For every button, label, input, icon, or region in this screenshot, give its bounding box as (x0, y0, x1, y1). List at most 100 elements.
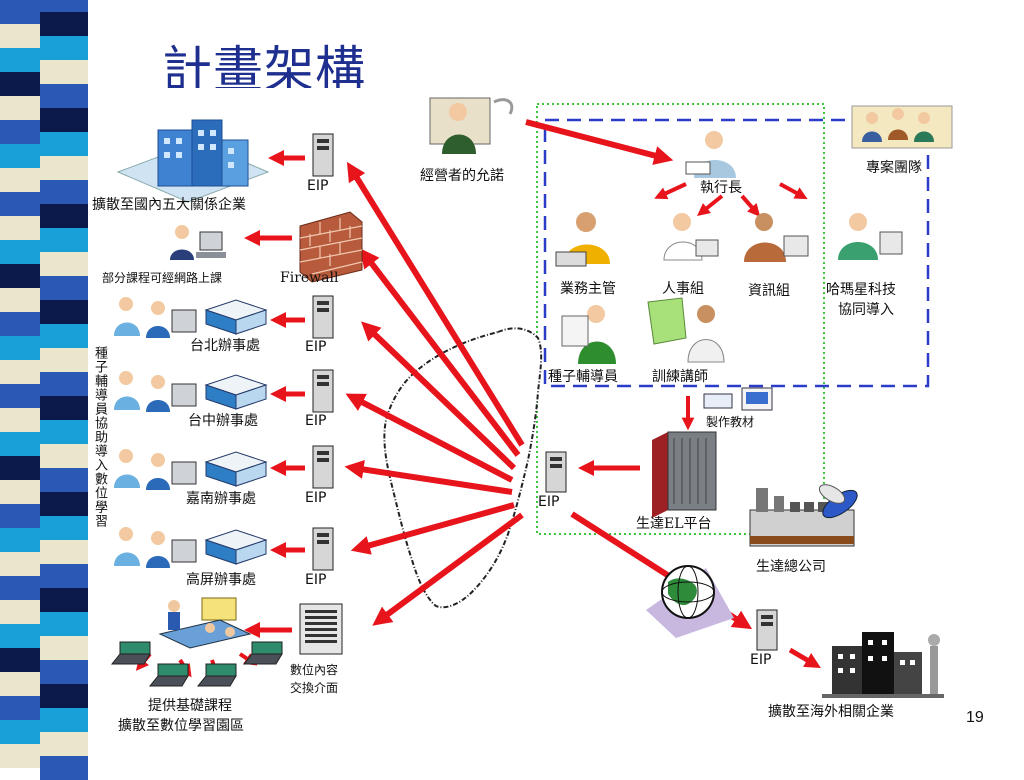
stripe-inner-band (40, 252, 88, 276)
overseas-buildings-icon (822, 632, 944, 698)
label-eip-chiayi: EIP (305, 490, 327, 506)
stripe-inner-band (40, 540, 88, 564)
label-project-team: 專案團隊 (866, 160, 922, 176)
label-firewall: Firewall (280, 270, 339, 286)
it-figure (744, 213, 809, 262)
label-seed-coach-vertical: 種子輔導員協助導入數位學習 (92, 346, 107, 528)
label-basic-courses-1: 提供基礎課程 (148, 698, 232, 714)
label-it-team: 資訊組 (748, 283, 790, 299)
label-kaohsiung-office: 高屏辦事處 (186, 572, 256, 588)
stripe-inner-band (40, 612, 88, 636)
label-overseas-enterprises: 擴散至海外相關企業 (768, 704, 894, 720)
eip-server-hub (545, 451, 567, 493)
project-team-boundary (543, 118, 930, 388)
vendor-figure (838, 213, 903, 260)
label-online-courses: 部分課程可經網路上課 (102, 271, 223, 285)
stripe-inner-band (40, 660, 88, 684)
label-seed-coach: 種子輔導員 (548, 369, 618, 385)
label-vendor-1: 哈瑪星科技 (826, 282, 896, 298)
kaohsiung-worker-figure (114, 527, 197, 568)
label-ceo: 執行長 (700, 180, 742, 196)
stripe-inner-band (40, 60, 88, 84)
stripe-inner-band (40, 468, 88, 492)
short-arrows-left (243, 149, 821, 669)
stripe-inner-band (40, 276, 88, 300)
business-manager-figure (555, 212, 610, 267)
label-eip-overseas: EIP (750, 652, 772, 668)
stripe-inner-band (40, 12, 88, 36)
hr-figure (663, 213, 719, 261)
label-business-manager: 業務主管 (560, 281, 616, 297)
stripe-inner-band (40, 348, 88, 372)
stripe-inner-band (40, 636, 88, 660)
stripe-inner-band (40, 564, 88, 588)
management-figure (429, 97, 514, 154)
office-icons (204, 299, 268, 565)
page-number: 19 (966, 709, 984, 726)
label-hr-team: 人事組 (662, 281, 704, 297)
eip-server-overseas (756, 609, 778, 651)
arrow-to-taipei-eip (361, 321, 517, 471)
seed-coach-figure (561, 305, 616, 364)
eip-server-taichung (312, 369, 334, 413)
label-el-platform: 生達EL平台 (636, 516, 712, 532)
arrow-to-eip-top (346, 161, 525, 447)
people-figures (114, 97, 953, 568)
kaohsiung-office-icon (204, 529, 268, 565)
stripe-inner-band (40, 324, 88, 348)
eip-server-kaohsiung (312, 527, 334, 571)
label-management-approval: 經營者的允諾 (420, 168, 504, 184)
el-platform-server-icon (652, 431, 717, 518)
label-trainer: 訓練講師 (652, 369, 708, 385)
stripe-inner-band (40, 396, 88, 420)
label-digital-content-1: 數位內容 (290, 663, 339, 677)
stripe-inner-band (40, 204, 88, 228)
label-make-materials: 製作教材 (706, 415, 755, 429)
stripe-inner-band (40, 84, 88, 108)
project-team-figure (851, 105, 953, 149)
label-eip-top: EIP (307, 178, 329, 194)
label-taichung-office: 台中辦事處 (188, 413, 258, 429)
chiayi-worker-figure (114, 449, 197, 490)
firewall-icon (299, 211, 363, 283)
label-large-enterprises: 擴散至國內五大關係企業 (92, 197, 246, 213)
stripe-inner-band (40, 516, 88, 540)
taichung-office-icon (204, 374, 268, 410)
stripe-inner-band (40, 492, 88, 516)
label-eip-taichung: EIP (305, 413, 327, 429)
globe-icon (646, 565, 734, 638)
el-platform-boundary (536, 103, 825, 535)
stripe-inner-band (40, 156, 88, 180)
taiwan-map-outline (383, 327, 543, 609)
eip-servers (299, 133, 778, 655)
label-eip-taipei: EIP (305, 339, 327, 355)
stripe-inner-band (40, 420, 88, 444)
label-vendor-2: 協同導入 (838, 302, 894, 318)
stripe-inner-band (40, 588, 88, 612)
label-eip-hub: EIP (538, 494, 560, 510)
stripe-inner-band (40, 36, 88, 60)
stripe-inner-band (40, 372, 88, 396)
classroom-icon (158, 597, 252, 649)
stripe-inner-band (40, 180, 88, 204)
taipei-worker-figure (114, 297, 197, 338)
arrow-to-ceo (525, 119, 674, 165)
stripe-inner-band (40, 684, 88, 708)
digital-content-server (299, 603, 343, 655)
eip-server-taipei (312, 295, 334, 339)
headquarters-factory-icon (749, 484, 858, 547)
arrow-to-kaohsiung-eip (350, 502, 515, 555)
stripe-inner-band (40, 732, 88, 756)
arrow-to-taichung-eip (345, 393, 514, 483)
ceo-figure (685, 131, 736, 178)
left-stripe-decoration (0, 0, 88, 780)
distribution-arrows (344, 119, 753, 630)
label-headquarters: 生達總公司 (756, 559, 826, 575)
materials-icon (703, 387, 773, 411)
label-digital-content-2: 交換介面 (290, 681, 339, 695)
label-eip-kaohsiung: EIP (305, 572, 327, 588)
enterprise-buildings-icon (116, 119, 270, 203)
arrow-to-firewall (360, 248, 521, 457)
stripe-inner-band (40, 708, 88, 732)
